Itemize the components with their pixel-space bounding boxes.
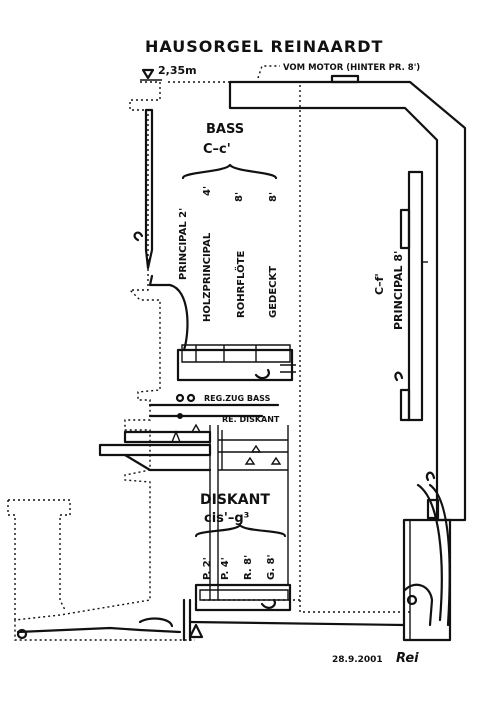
- bass-windchest: [176, 344, 296, 382]
- bass-brace: [181, 163, 278, 180]
- diskant-stop-r8: R. 8': [243, 555, 254, 580]
- motor-leader: [257, 65, 280, 79]
- motor-label: VOM MOTOR (HINTER PR. 8'): [283, 63, 420, 73]
- key-action: [98, 423, 289, 600]
- tracker-left: [144, 108, 189, 352]
- diskant-windchest: [194, 583, 292, 612]
- diskant-range: cis'–g³: [204, 511, 249, 526]
- wind-duct: [228, 74, 467, 522]
- stop-principal-2: PRINCIPAL 2': [178, 208, 189, 280]
- principal-right-range: C–f': [373, 273, 386, 295]
- signature-initials: Rei: [396, 651, 419, 666]
- stop-8a: 8': [234, 192, 245, 202]
- signature-date: 28.9.2001: [332, 655, 383, 665]
- stop-holzprincipal: HOLZPRINCIPAL: [202, 232, 213, 322]
- principal-8-pipe: [399, 170, 428, 422]
- height-marker: [140, 68, 162, 81]
- coil-mark: [133, 231, 144, 242]
- register-pulls: [148, 393, 280, 419]
- coil-mark: [425, 471, 436, 482]
- pedal-mechanism: [16, 598, 406, 642]
- height-label: 2,35m: [158, 64, 197, 77]
- bass-range: C–c': [203, 142, 231, 157]
- principal-right-name: PRINCIPAL 8': [392, 251, 405, 330]
- stop-gedeckt: GEDECKT: [268, 266, 279, 318]
- diskant-stop-p4: P. 4': [220, 557, 231, 580]
- register-bass-label: REG.ZUG BASS: [204, 394, 271, 403]
- diskant-stop-p2: P. 2': [202, 557, 213, 580]
- drawing-title: HAUSORGEL REINAARDT: [145, 37, 383, 56]
- register-diskant-label: RE. DISKANT: [222, 415, 280, 424]
- bass-heading: BASS: [206, 122, 244, 137]
- case-outline: [14, 81, 410, 641]
- coil-mark: [394, 371, 404, 382]
- diskant-heading: DISKANT: [200, 492, 270, 508]
- stop-4: 4': [202, 186, 213, 196]
- stop-rohrfloete: ROHRFLÖTE: [233, 251, 247, 318]
- console-dotted: [7, 499, 71, 620]
- bellows: [402, 483, 452, 642]
- diskant-brace: [194, 523, 287, 538]
- diskant-stop-g8: G. 8': [266, 554, 277, 580]
- stop-8b: 8': [268, 192, 279, 202]
